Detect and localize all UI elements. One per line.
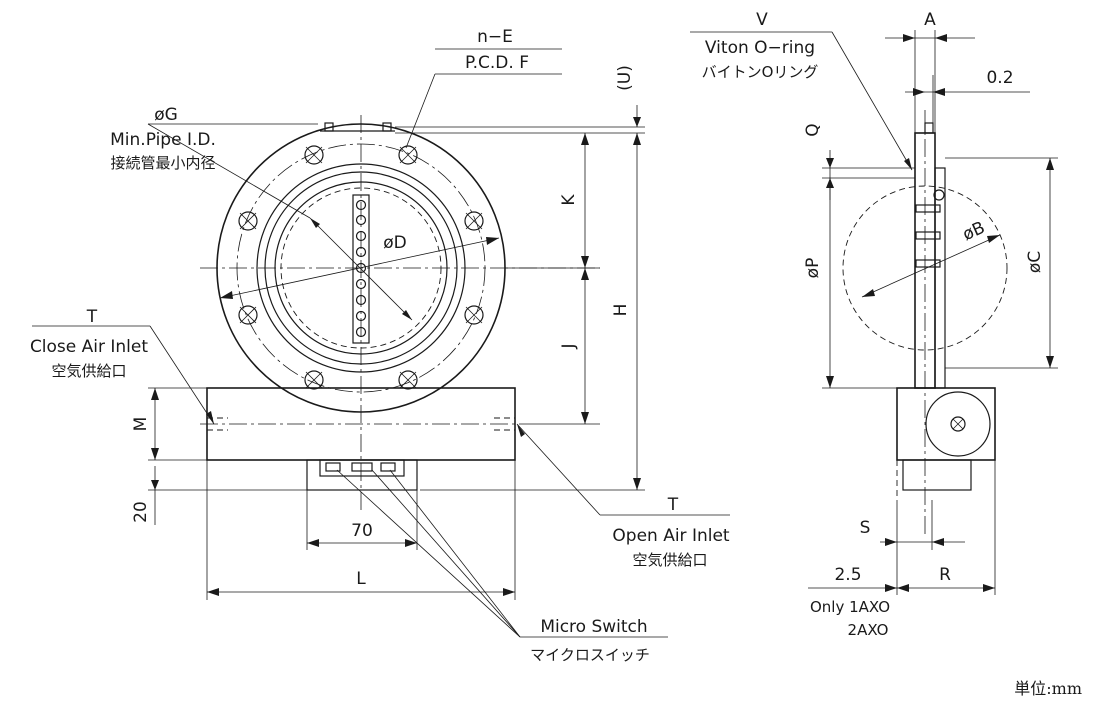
label-2-5: 2.5 (834, 565, 861, 585)
label-only: Only 1AXO (810, 598, 890, 616)
side-body (896, 387, 996, 461)
bolt-hole (304, 145, 324, 165)
label-v: V (756, 10, 768, 30)
micro-switch-box (306, 459, 418, 491)
label-u: (U) (615, 65, 635, 91)
front-view (32, 73, 730, 638)
label-s: S (860, 518, 871, 538)
label-open-air-jp: 空気供給口 (632, 551, 707, 569)
label-b: øB (960, 218, 988, 245)
label-l: L (356, 569, 366, 589)
label-j: J (559, 343, 579, 349)
label-0-2: 0.2 (986, 68, 1013, 88)
label-micro-switch: Micro Switch (540, 617, 647, 637)
side-actuator-circle (925, 391, 991, 457)
bolt-hole (238, 211, 258, 231)
shaft-bolts (355, 199, 367, 338)
label-min-pipe-jp: 接続管最小内径 (110, 154, 215, 172)
bolt-hole (398, 370, 418, 390)
label-open-air: Open Air Inlet (612, 526, 730, 546)
label-2axo: 2AXO (848, 621, 889, 639)
label-viton: Viton O−ring (705, 38, 815, 58)
label-g: øG (154, 105, 178, 125)
label-close-air: Close Air Inlet (30, 337, 148, 357)
bolt-holes (238, 145, 484, 390)
label-close-air-jp: 空気供給口 (51, 362, 126, 380)
label-viton-jp: バイトンOリング (702, 63, 819, 81)
unit-label: 単位:mm (1014, 679, 1082, 698)
label-h: H (611, 304, 631, 317)
label-micro-switch-jp: マイクロスイッチ (530, 646, 650, 664)
label-t-open: T (667, 495, 679, 515)
bolt-hole (464, 305, 484, 325)
side-view (690, 30, 1058, 595)
label-pcd: P.C.D. F (465, 53, 529, 73)
bolt-hole (238, 305, 258, 325)
label-q: Q (803, 123, 823, 136)
side-disc-circle (842, 185, 1008, 351)
bolt-hole (464, 211, 484, 231)
bolt-hole (304, 370, 324, 390)
labels: n−E P.C.D. F (U) øG Min.Pipe I.D. 接続管最小内… (30, 10, 1082, 698)
label-k: K (559, 194, 579, 206)
dim-b (861, 234, 1001, 298)
label-t-close: T (86, 307, 98, 327)
bolt-hole (398, 145, 418, 165)
label-d: øD (383, 233, 407, 253)
label-r: R (939, 565, 951, 585)
label-min-pipe: Min.Pipe I.D. (110, 130, 216, 150)
label-a: A (924, 10, 936, 30)
label-20: 20 (131, 501, 151, 523)
label-ne: n−E (477, 27, 513, 47)
label-m: M (131, 417, 151, 432)
label-p: øP (803, 258, 823, 279)
label-c: øC (1025, 251, 1045, 273)
dim-d-line (309, 217, 413, 321)
label-70: 70 (351, 521, 373, 541)
